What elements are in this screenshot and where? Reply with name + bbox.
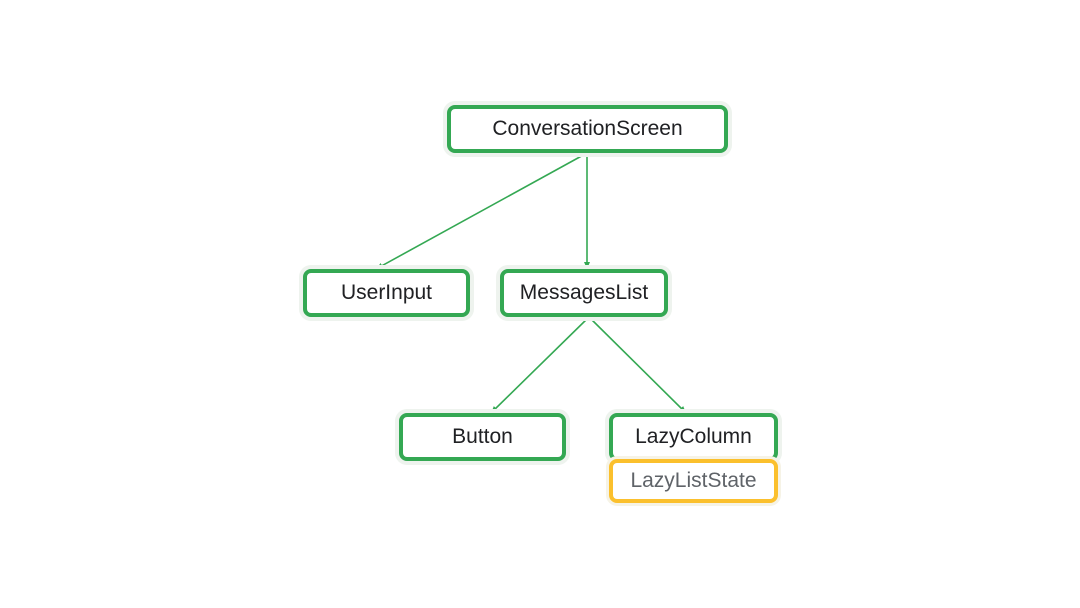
edge-messageslist-to-lazycolumn [588,316,687,414]
edge-messageslist-to-button [490,316,590,414]
node-button: Button [399,413,566,461]
node-lazy-list-state: LazyListState [609,459,778,503]
node-lazy-column: LazyColumn [609,413,778,461]
node-user-input: UserInput [303,269,470,317]
node-messages-list: MessagesList [500,269,668,317]
node-conversation-screen: ConversationScreen [447,105,728,153]
edge-conversation-to-userinput [375,152,588,270]
